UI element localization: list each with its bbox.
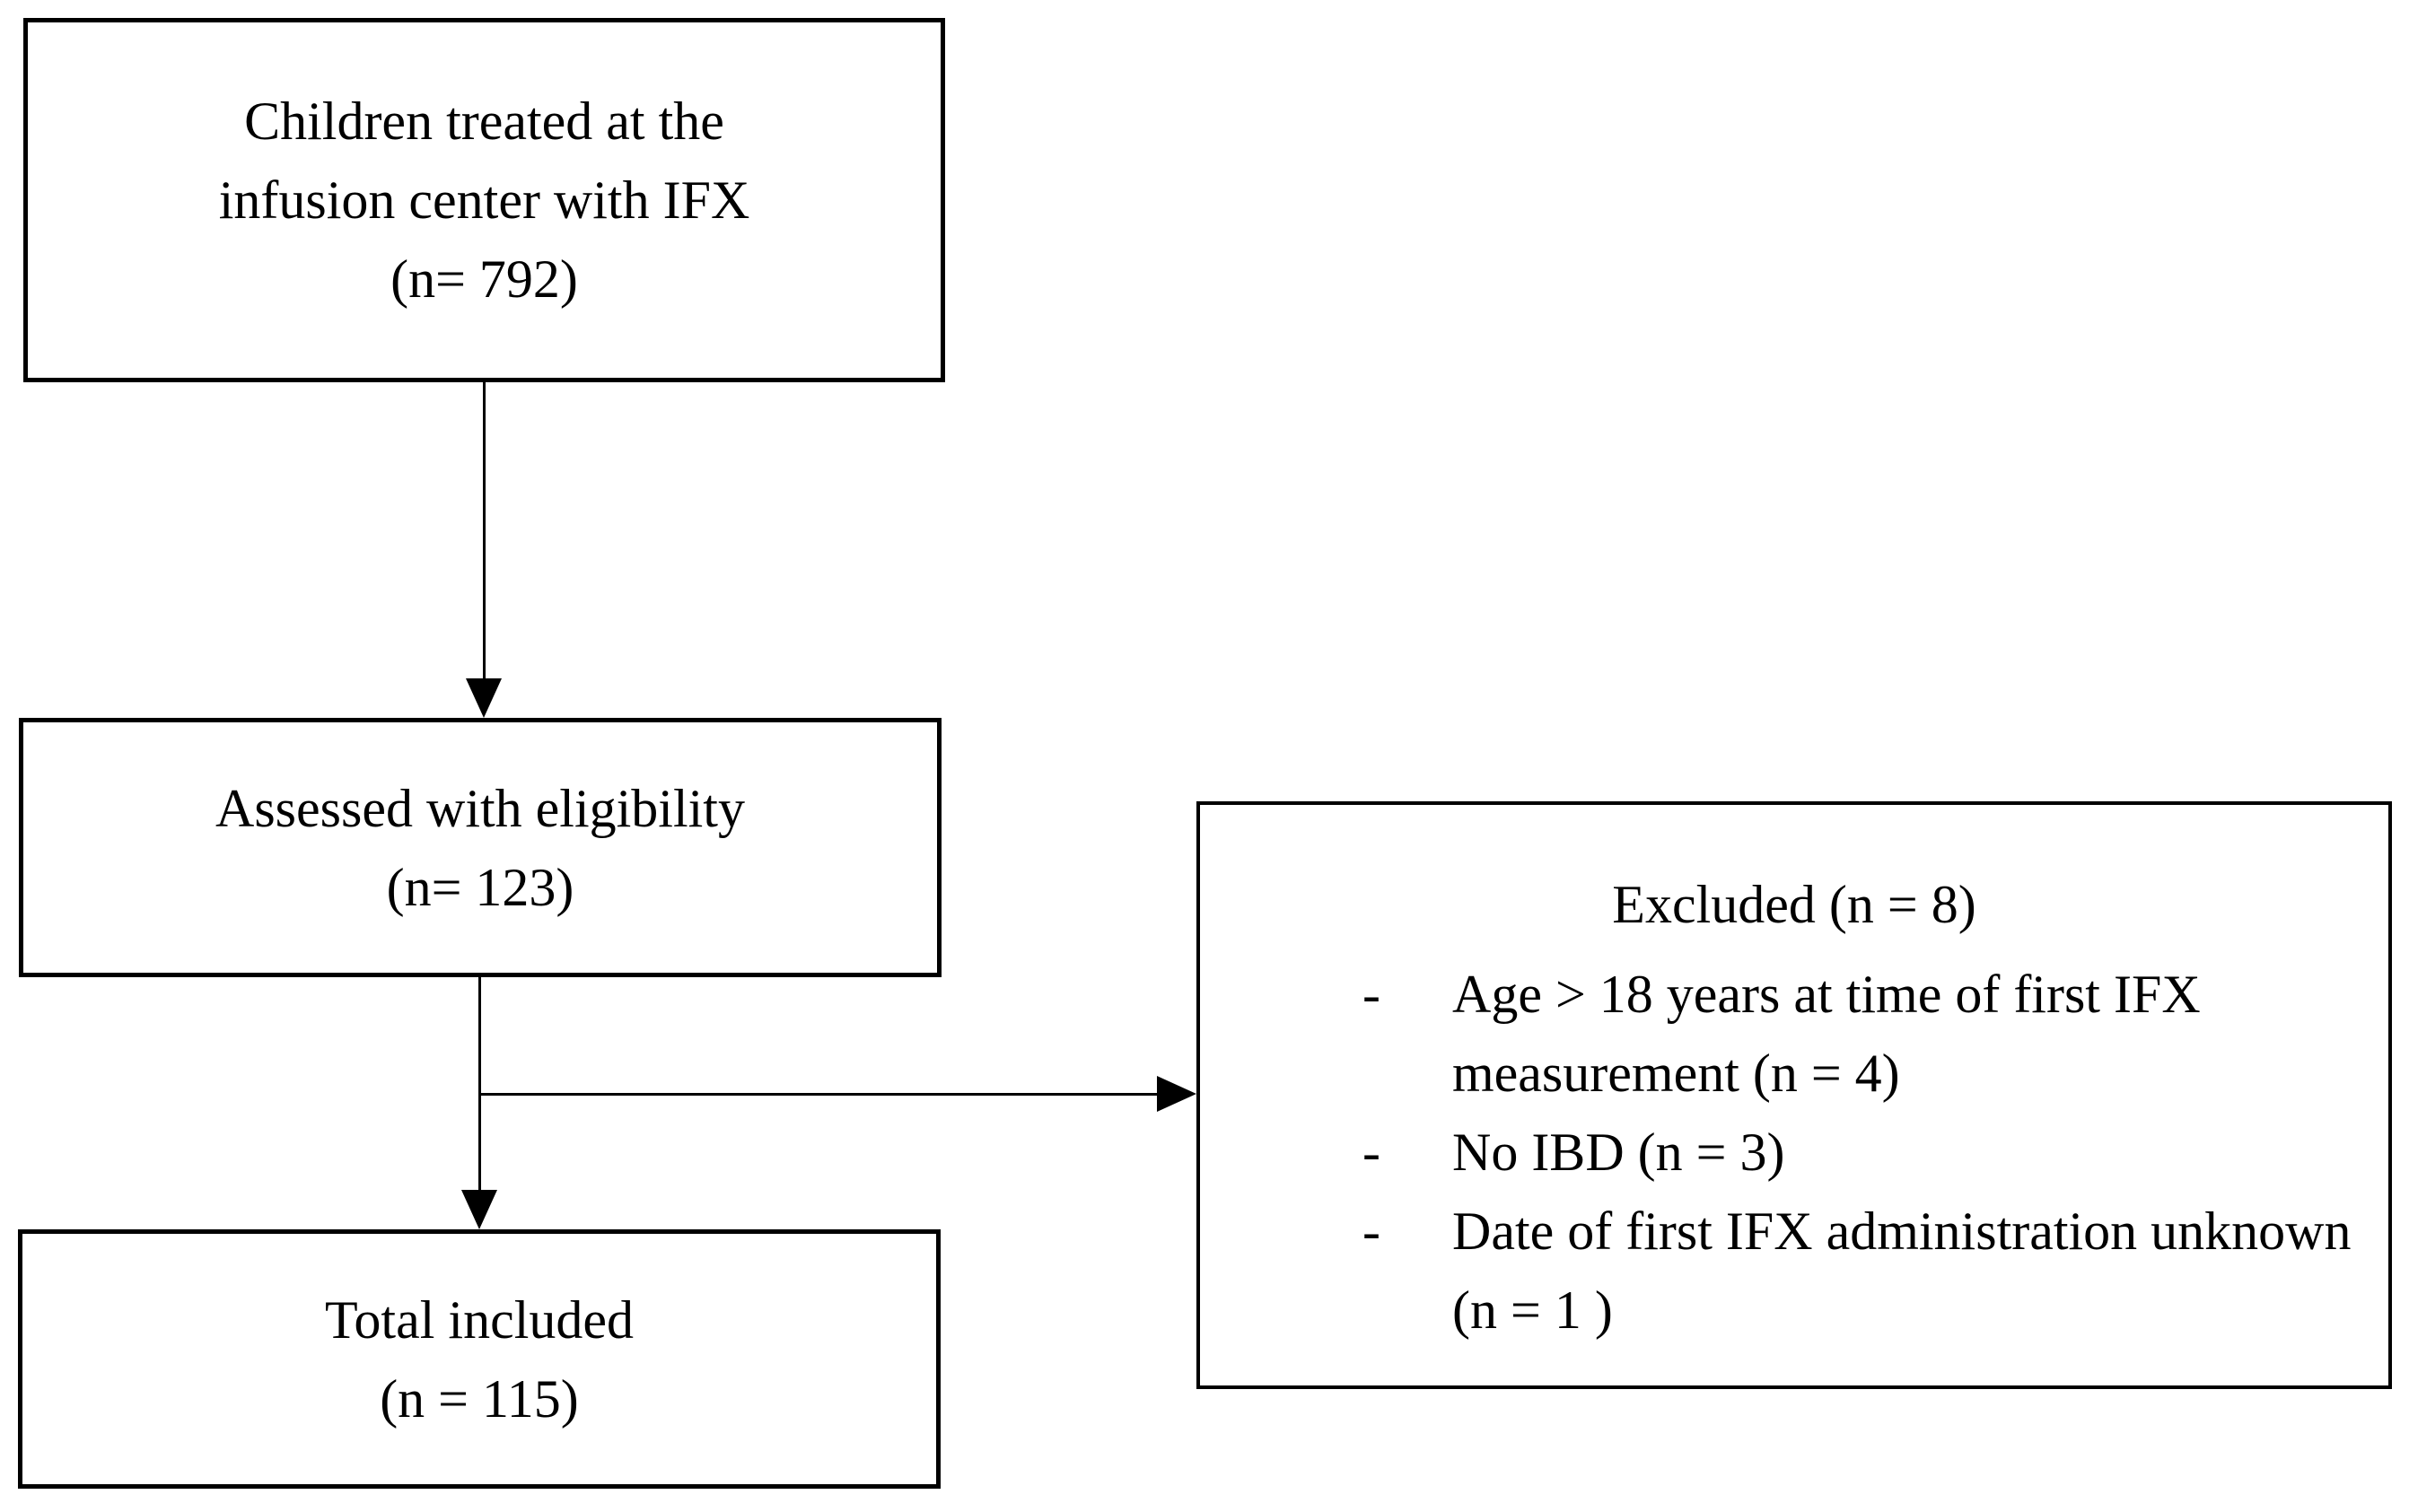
box-count-line: (n= 792) <box>390 249 578 309</box>
excluded-item-text: Age > 18 years at time of first IFX meas… <box>1452 965 2201 1103</box>
box-text-line: Total included <box>324 1289 635 1350</box>
arrow-line-population-to-assessed <box>483 382 486 680</box>
box-text-line: Assessed with eligibility <box>215 778 745 838</box>
box-text-line: infusion center with IFX <box>218 170 750 230</box>
box-count-line: (n = 115) <box>380 1368 579 1429</box>
excluded-reasons-list: - Age > 18 years at time of first IFX me… <box>1200 955 2388 1350</box>
bullet-dash: - <box>1362 965 1380 1024</box>
box-assessed-eligibility: Assessed with eligibility (n= 123) <box>19 718 942 977</box>
arrowhead-down-icon <box>466 678 502 718</box>
box-count-line: (n= 123) <box>386 857 574 917</box>
box-children-treated: Children treated at the infusion center … <box>23 18 945 382</box>
arrow-line-assessed-to-included <box>478 977 481 1192</box>
excluded-list-item: - Date of first IFX administration unkno… <box>1362 1192 2359 1350</box>
arrowhead-down-icon <box>461 1190 497 1229</box>
excluded-title: Excluded (n = 8) <box>1612 875 1976 934</box>
bullet-dash: - <box>1362 1123 1380 1182</box>
bullet-dash: - <box>1362 1202 1380 1261</box>
box-excluded: Excluded (n = 8) - Age > 18 years at tim… <box>1196 801 2392 1389</box>
arrowhead-right-icon <box>1157 1076 1196 1112</box>
excluded-list-item: - No IBD (n = 3) <box>1362 1113 2359 1192</box>
excluded-list-item: - Age > 18 years at time of first IFX me… <box>1362 955 2359 1113</box>
box-total-included: Total included (n = 115) <box>18 1229 941 1489</box>
excluded-item-text: Date of first IFX administration unknown… <box>1452 1202 2352 1340</box>
arrow-line-branch-to-excluded <box>478 1093 1157 1096</box>
box-text-line: Children treated at the <box>244 92 724 151</box>
excluded-item-text: No IBD (n = 3) <box>1452 1123 1785 1182</box>
